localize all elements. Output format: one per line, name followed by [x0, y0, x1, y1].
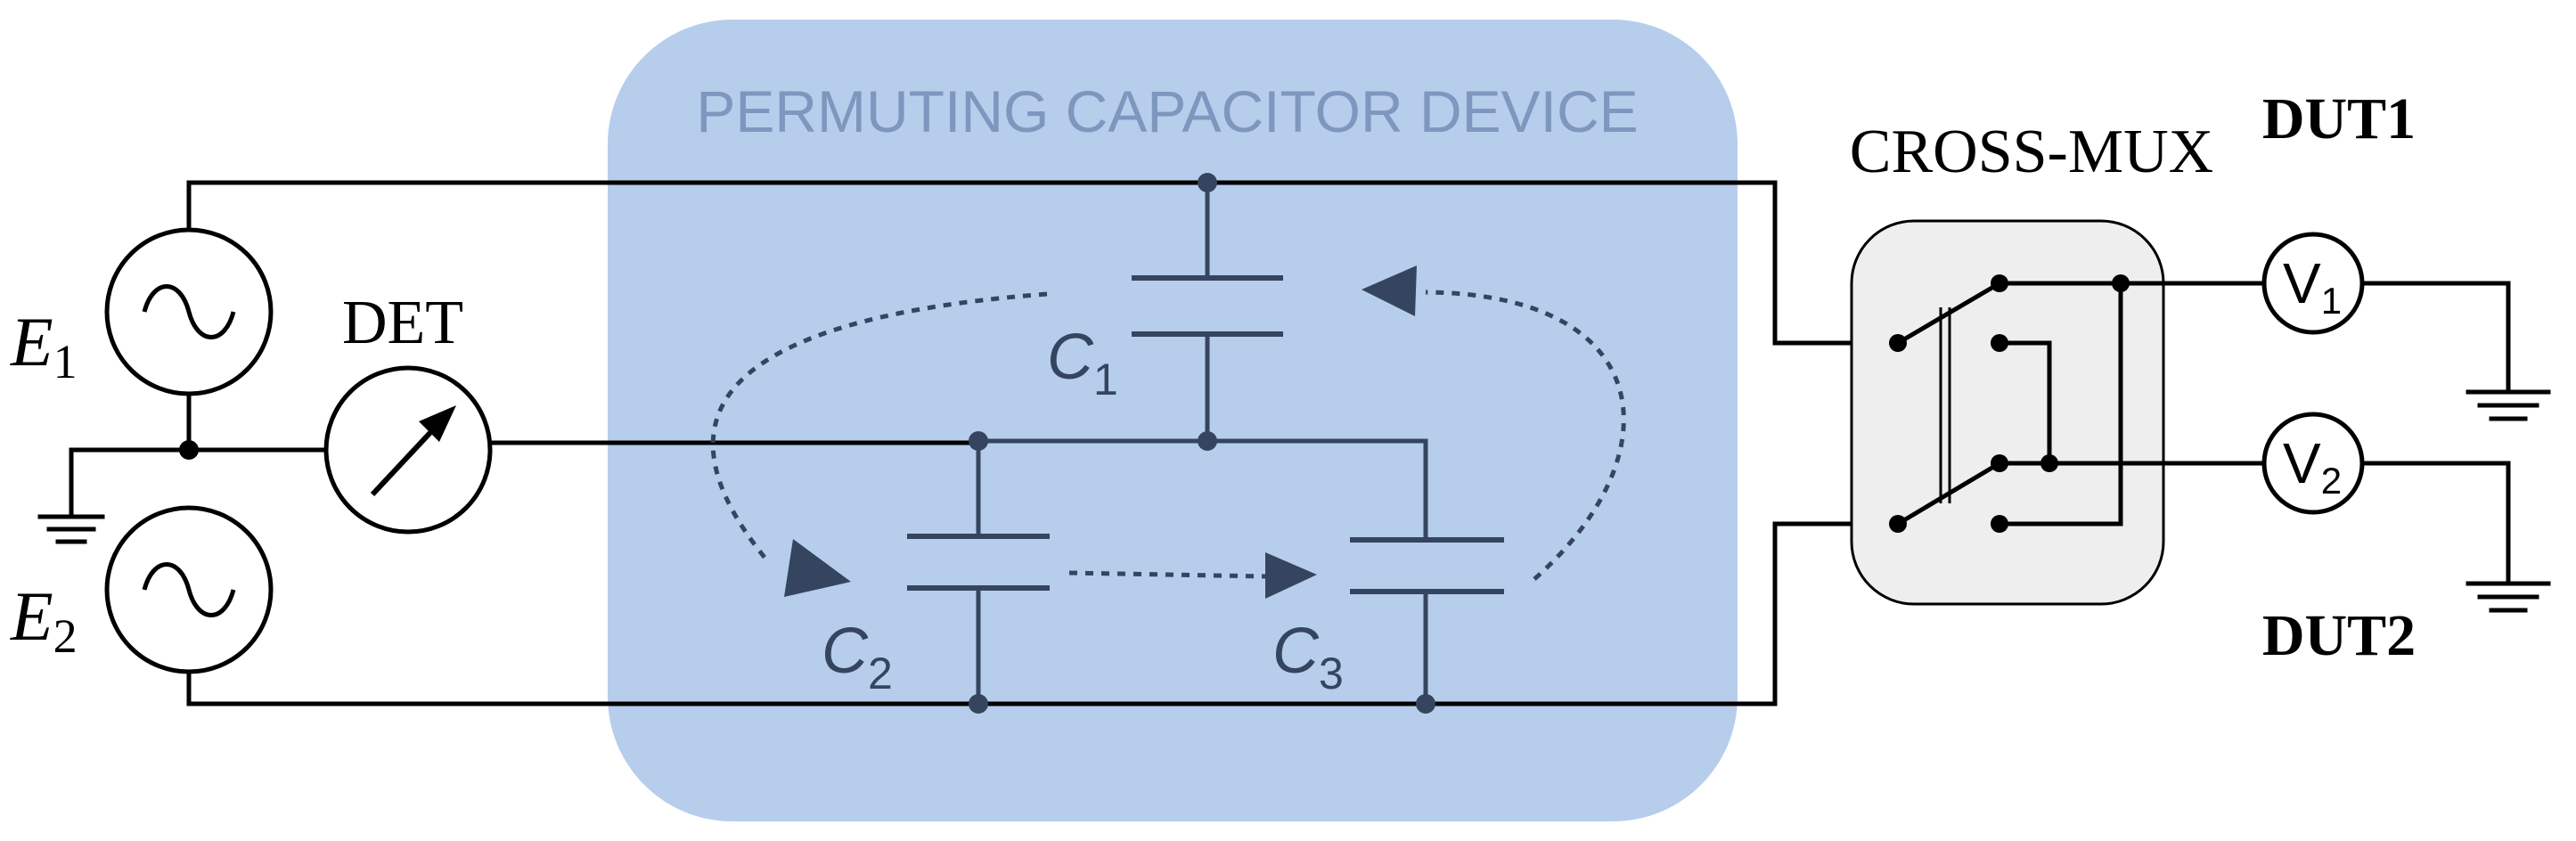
- arrow-head-icon: [1265, 552, 1317, 599]
- cross-mux-label: CROSS-MUX: [1850, 118, 2213, 186]
- capacitor-device-region: [608, 20, 1738, 821]
- detector-label: DET: [342, 289, 463, 357]
- capacitor-label-c1: C1: [1047, 322, 1118, 404]
- source-e2: [104, 505, 274, 674]
- sine-wave-icon: [142, 562, 236, 617]
- cross-mux-switches: [1889, 274, 2275, 533]
- source-label-e1: E1: [10, 303, 78, 388]
- capacitor-network: [907, 183, 1504, 704]
- voltmeter-label-v1: V1: [2283, 251, 2342, 322]
- voltmeter-v1: [2261, 232, 2551, 421]
- dut1-label: DUT1: [2262, 86, 2416, 151]
- junction-dot: [969, 431, 988, 451]
- arrow-head-icon: [1362, 265, 1417, 316]
- permutation-arrows: [710, 265, 1626, 599]
- capacitor-label-c3: C3: [1272, 616, 1344, 698]
- source-e1: [104, 227, 274, 396]
- cross-mux-box: [1850, 219, 2165, 606]
- outer-wiring: [37, 180, 1901, 706]
- arrow-head-icon: [784, 539, 851, 597]
- source-label-e2: E2: [10, 577, 78, 663]
- voltmeter-v2: [2261, 412, 2551, 613]
- sine-wave-icon: [142, 284, 236, 339]
- junction-dot: [179, 440, 199, 460]
- junction-dot: [969, 694, 988, 714]
- detector-meter: [323, 365, 493, 535]
- dut2-label: DUT2: [2262, 603, 2416, 668]
- meter-needle-icon: [419, 405, 456, 442]
- junction-dot: [1198, 173, 1217, 192]
- junction-dot: [1416, 694, 1435, 714]
- junction-dot: [1198, 431, 1217, 451]
- voltmeter-label-v2: V2: [2283, 431, 2342, 502]
- device-region-title: PERMUTING CAPACITOR DEVICE: [696, 78, 1638, 144]
- capacitor-label-c2: C2: [822, 616, 893, 698]
